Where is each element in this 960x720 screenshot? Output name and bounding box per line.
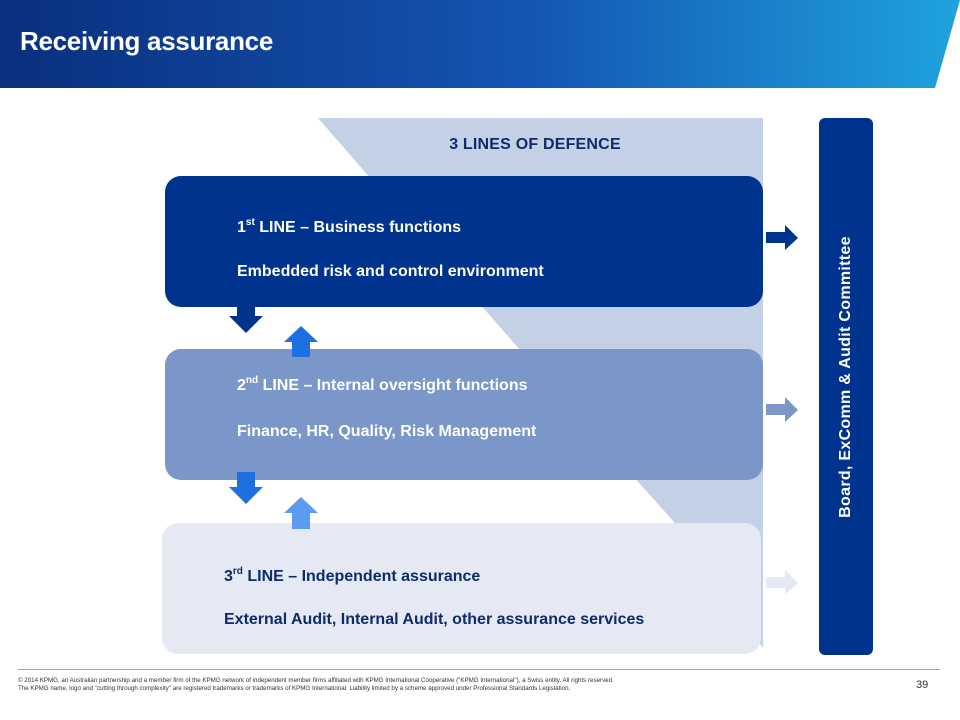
header-gradient — [0, 0, 960, 88]
right-arrow-icon — [766, 570, 798, 595]
header-banner: Receiving assurance — [0, 0, 960, 90]
lines-of-defence-heading: 3 LINES OF DEFENCE — [449, 136, 621, 153]
board-committee-label: Board, ExComm & Audit Committee — [837, 236, 854, 518]
up-arrow-icon — [284, 497, 318, 529]
right-arrow-icon — [766, 225, 798, 250]
page-number: 39 — [916, 679, 929, 691]
first-line-description: Embedded risk and control environment — [237, 263, 544, 280]
board-committee-bar: Board, ExComm & Audit Committee — [819, 118, 873, 655]
second-line-box: 2nd LINE – Internal oversight functions … — [165, 349, 763, 480]
up-arrow-icon — [284, 326, 318, 357]
right-arrow-icon — [766, 397, 798, 422]
second-line-description: Finance, HR, Quality, Risk Management — [237, 423, 537, 440]
first-line-box: 1st LINE – Business functions Embedded r… — [165, 176, 763, 307]
third-line-box: 3rd LINE – Independent assurance Externa… — [162, 523, 761, 654]
third-line-description: External Audit, Internal Audit, other as… — [224, 611, 645, 628]
second-line-title: 2nd LINE – Internal oversight functions — [237, 374, 528, 394]
down-arrow-icon — [229, 302, 263, 333]
down-arrow-icon — [229, 472, 263, 504]
first-line-title: 1st LINE – Business functions — [237, 216, 462, 236]
page-title: Receiving assurance — [20, 26, 273, 56]
footer-divider — [18, 669, 940, 670]
footer-legal-text: © 2014 KPMG, an Australian partnership a… — [18, 677, 614, 692]
third-line-title: 3rd LINE – Independent assurance — [224, 565, 481, 585]
